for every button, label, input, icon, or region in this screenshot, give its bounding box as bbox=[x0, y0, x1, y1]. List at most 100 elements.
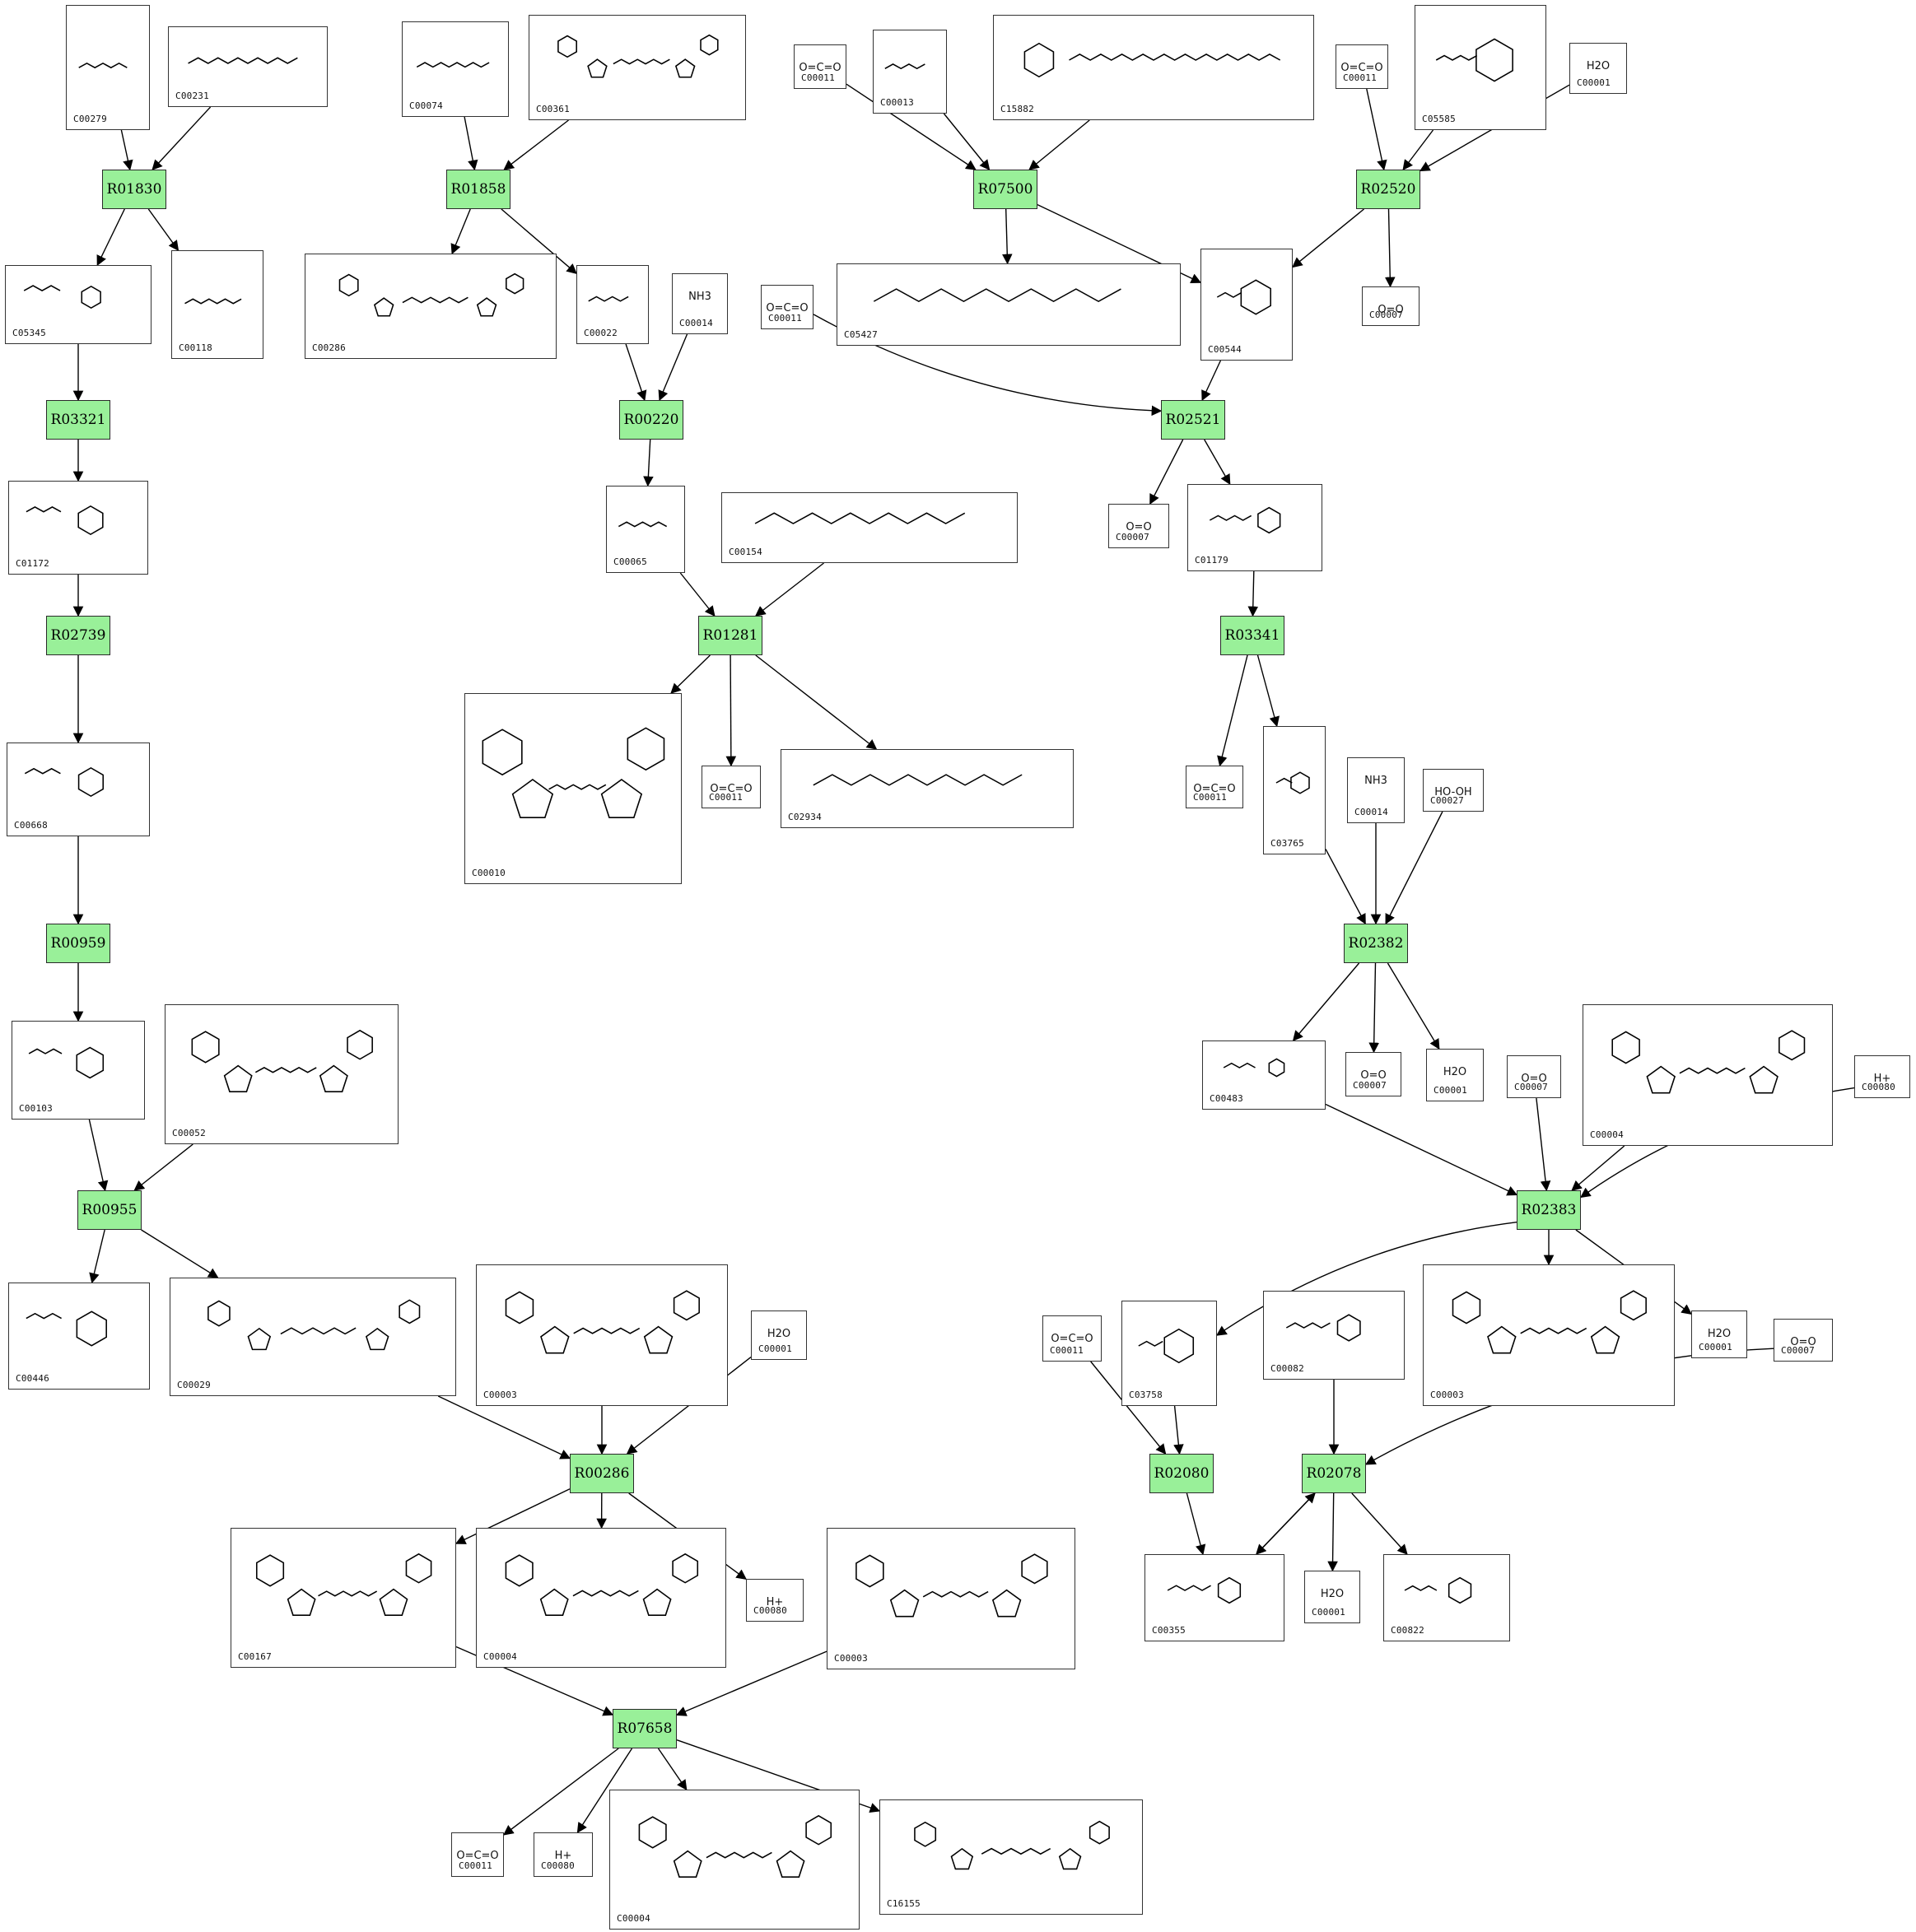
structure-drawing bbox=[483, 1272, 720, 1384]
compound-id-label: C00001 bbox=[1312, 1607, 1345, 1618]
compound-C05585[interactable]: C05585 bbox=[1415, 5, 1546, 130]
compound-C00103[interactable]: C00103 bbox=[12, 1021, 145, 1120]
compound-C00004[interactable]: C00004 bbox=[609, 1790, 860, 1930]
compound-C00279[interactable]: C00279 bbox=[66, 5, 150, 130]
edge-r-R02078-to-c56 bbox=[1327, 1492, 1338, 1572]
structure-drawing bbox=[1590, 1012, 1825, 1124]
compound-C00004[interactable]: C00004 bbox=[476, 1528, 726, 1668]
compound-C00154[interactable]: C00154 bbox=[721, 492, 1018, 563]
compound-C00167[interactable]: C00167 bbox=[231, 1528, 456, 1668]
reaction-R00955[interactable]: R00955 bbox=[77, 1190, 142, 1230]
reaction-R00286[interactable]: R00286 bbox=[570, 1454, 634, 1493]
compound-id-label: C00003 bbox=[483, 1390, 517, 1400]
compound-C00286[interactable]: C00286 bbox=[305, 254, 557, 359]
compound-C03765[interactable]: C03765 bbox=[1263, 726, 1326, 854]
compound-C00446[interactable]: C00446 bbox=[8, 1283, 150, 1390]
compound-C00029[interactable]: C00029 bbox=[170, 1278, 456, 1396]
compound-C00080[interactable]: H+C00080 bbox=[746, 1579, 804, 1622]
compound-C01172[interactable]: C01172 bbox=[8, 481, 148, 575]
edge-c22-to-r-R01281 bbox=[755, 562, 824, 617]
compound-C01179[interactable]: C01179 bbox=[1187, 484, 1322, 571]
reaction-R02078[interactable]: R02078 bbox=[1302, 1454, 1366, 1493]
compound-C00080[interactable]: H+C00080 bbox=[534, 1832, 593, 1877]
compound-C16155[interactable]: C16155 bbox=[879, 1799, 1143, 1915]
compound-C00355[interactable]: C00355 bbox=[1144, 1554, 1284, 1641]
structure-drawing bbox=[14, 750, 142, 814]
edge-r-R02520-to-c18 bbox=[1292, 208, 1364, 268]
reaction-R02383[interactable]: R02383 bbox=[1517, 1190, 1581, 1230]
compound-formula: H2O bbox=[1320, 1588, 1345, 1600]
compound-C00080[interactable]: H+C00080 bbox=[1854, 1055, 1910, 1098]
compound-C00544[interactable]: C00544 bbox=[1200, 249, 1293, 361]
compound-C00082[interactable]: C00082 bbox=[1263, 1291, 1405, 1380]
compound-C00001[interactable]: H2O C00001 bbox=[1304, 1571, 1360, 1623]
compound-C00013[interactable]: C00013 bbox=[873, 30, 947, 114]
reaction-R01830[interactable]: R01830 bbox=[102, 170, 166, 209]
compound-C00483[interactable]: C00483 bbox=[1202, 1040, 1326, 1110]
compound-C00074[interactable]: C00074 bbox=[402, 21, 509, 117]
reaction-R07500[interactable]: R07500 bbox=[973, 170, 1037, 209]
edge-r-R00220-to-c21 bbox=[643, 439, 654, 487]
compound-C00822[interactable]: C00822 bbox=[1383, 1554, 1510, 1641]
compound-C00010[interactable]: C00010 bbox=[464, 693, 682, 884]
reaction-R01858[interactable]: R01858 bbox=[446, 170, 510, 209]
compound-C05345[interactable]: C05345 bbox=[5, 265, 152, 344]
compound-C00231[interactable]: C00231 bbox=[168, 26, 328, 107]
reaction-R01281[interactable]: R01281 bbox=[698, 616, 762, 655]
compound-C00118[interactable]: C00118 bbox=[171, 250, 263, 359]
compound-id-label: C00007 bbox=[1353, 1080, 1387, 1091]
compound-C00022[interactable]: C00022 bbox=[576, 265, 649, 344]
structure-drawing bbox=[16, 488, 141, 552]
compound-C00065[interactable]: C00065 bbox=[606, 486, 685, 573]
compound-C00003[interactable]: C00003 bbox=[827, 1528, 1075, 1669]
reaction-R03321[interactable]: R03321 bbox=[46, 400, 110, 440]
reaction-R07658[interactable]: R07658 bbox=[613, 1709, 677, 1748]
reaction-R02382[interactable]: R02382 bbox=[1344, 924, 1408, 963]
compound-C00668[interactable]: C00668 bbox=[7, 743, 150, 836]
compound-C00003[interactable]: C00003 bbox=[476, 1264, 728, 1406]
compound-id-label: C00007 bbox=[1116, 532, 1149, 542]
compound-C02934[interactable]: C02934 bbox=[781, 749, 1074, 828]
reaction-R03341[interactable]: R03341 bbox=[1220, 616, 1284, 655]
edge-r-R02078-to-c55 bbox=[1256, 1492, 1316, 1555]
structure-drawing bbox=[73, 12, 142, 108]
reaction-R02520[interactable]: R02520 bbox=[1356, 170, 1420, 209]
edge-r-R00955-to-c41 bbox=[89, 1229, 105, 1284]
structure-drawing bbox=[179, 258, 256, 337]
edge-r-R02078-to-c57 bbox=[1351, 1492, 1408, 1555]
reaction-R02521[interactable]: R02521 bbox=[1161, 400, 1225, 440]
compound-C00361[interactable]: C00361 bbox=[529, 15, 746, 120]
compound-C05427[interactable]: C05427 bbox=[837, 263, 1181, 346]
reaction-R00220[interactable]: R00220 bbox=[619, 400, 683, 440]
compound-C03758[interactable]: C03758 bbox=[1121, 1301, 1217, 1406]
compound-id-label: C00011 bbox=[1050, 1345, 1084, 1356]
compound-C00052[interactable]: C00052 bbox=[165, 1004, 399, 1144]
compound-C00004[interactable]: C00004 bbox=[1583, 1004, 1833, 1146]
compound-C15882[interactable]: C15882 bbox=[993, 15, 1314, 120]
structure-drawing bbox=[409, 29, 501, 95]
reaction-R00959[interactable]: R00959 bbox=[46, 924, 110, 963]
compound-C00003[interactable]: C00003 bbox=[1423, 1264, 1675, 1406]
reaction-R02739[interactable]: R02739 bbox=[46, 616, 110, 655]
compound-id-label: C00446 bbox=[16, 1373, 49, 1384]
reaction-R02080[interactable]: R02080 bbox=[1149, 1454, 1214, 1493]
